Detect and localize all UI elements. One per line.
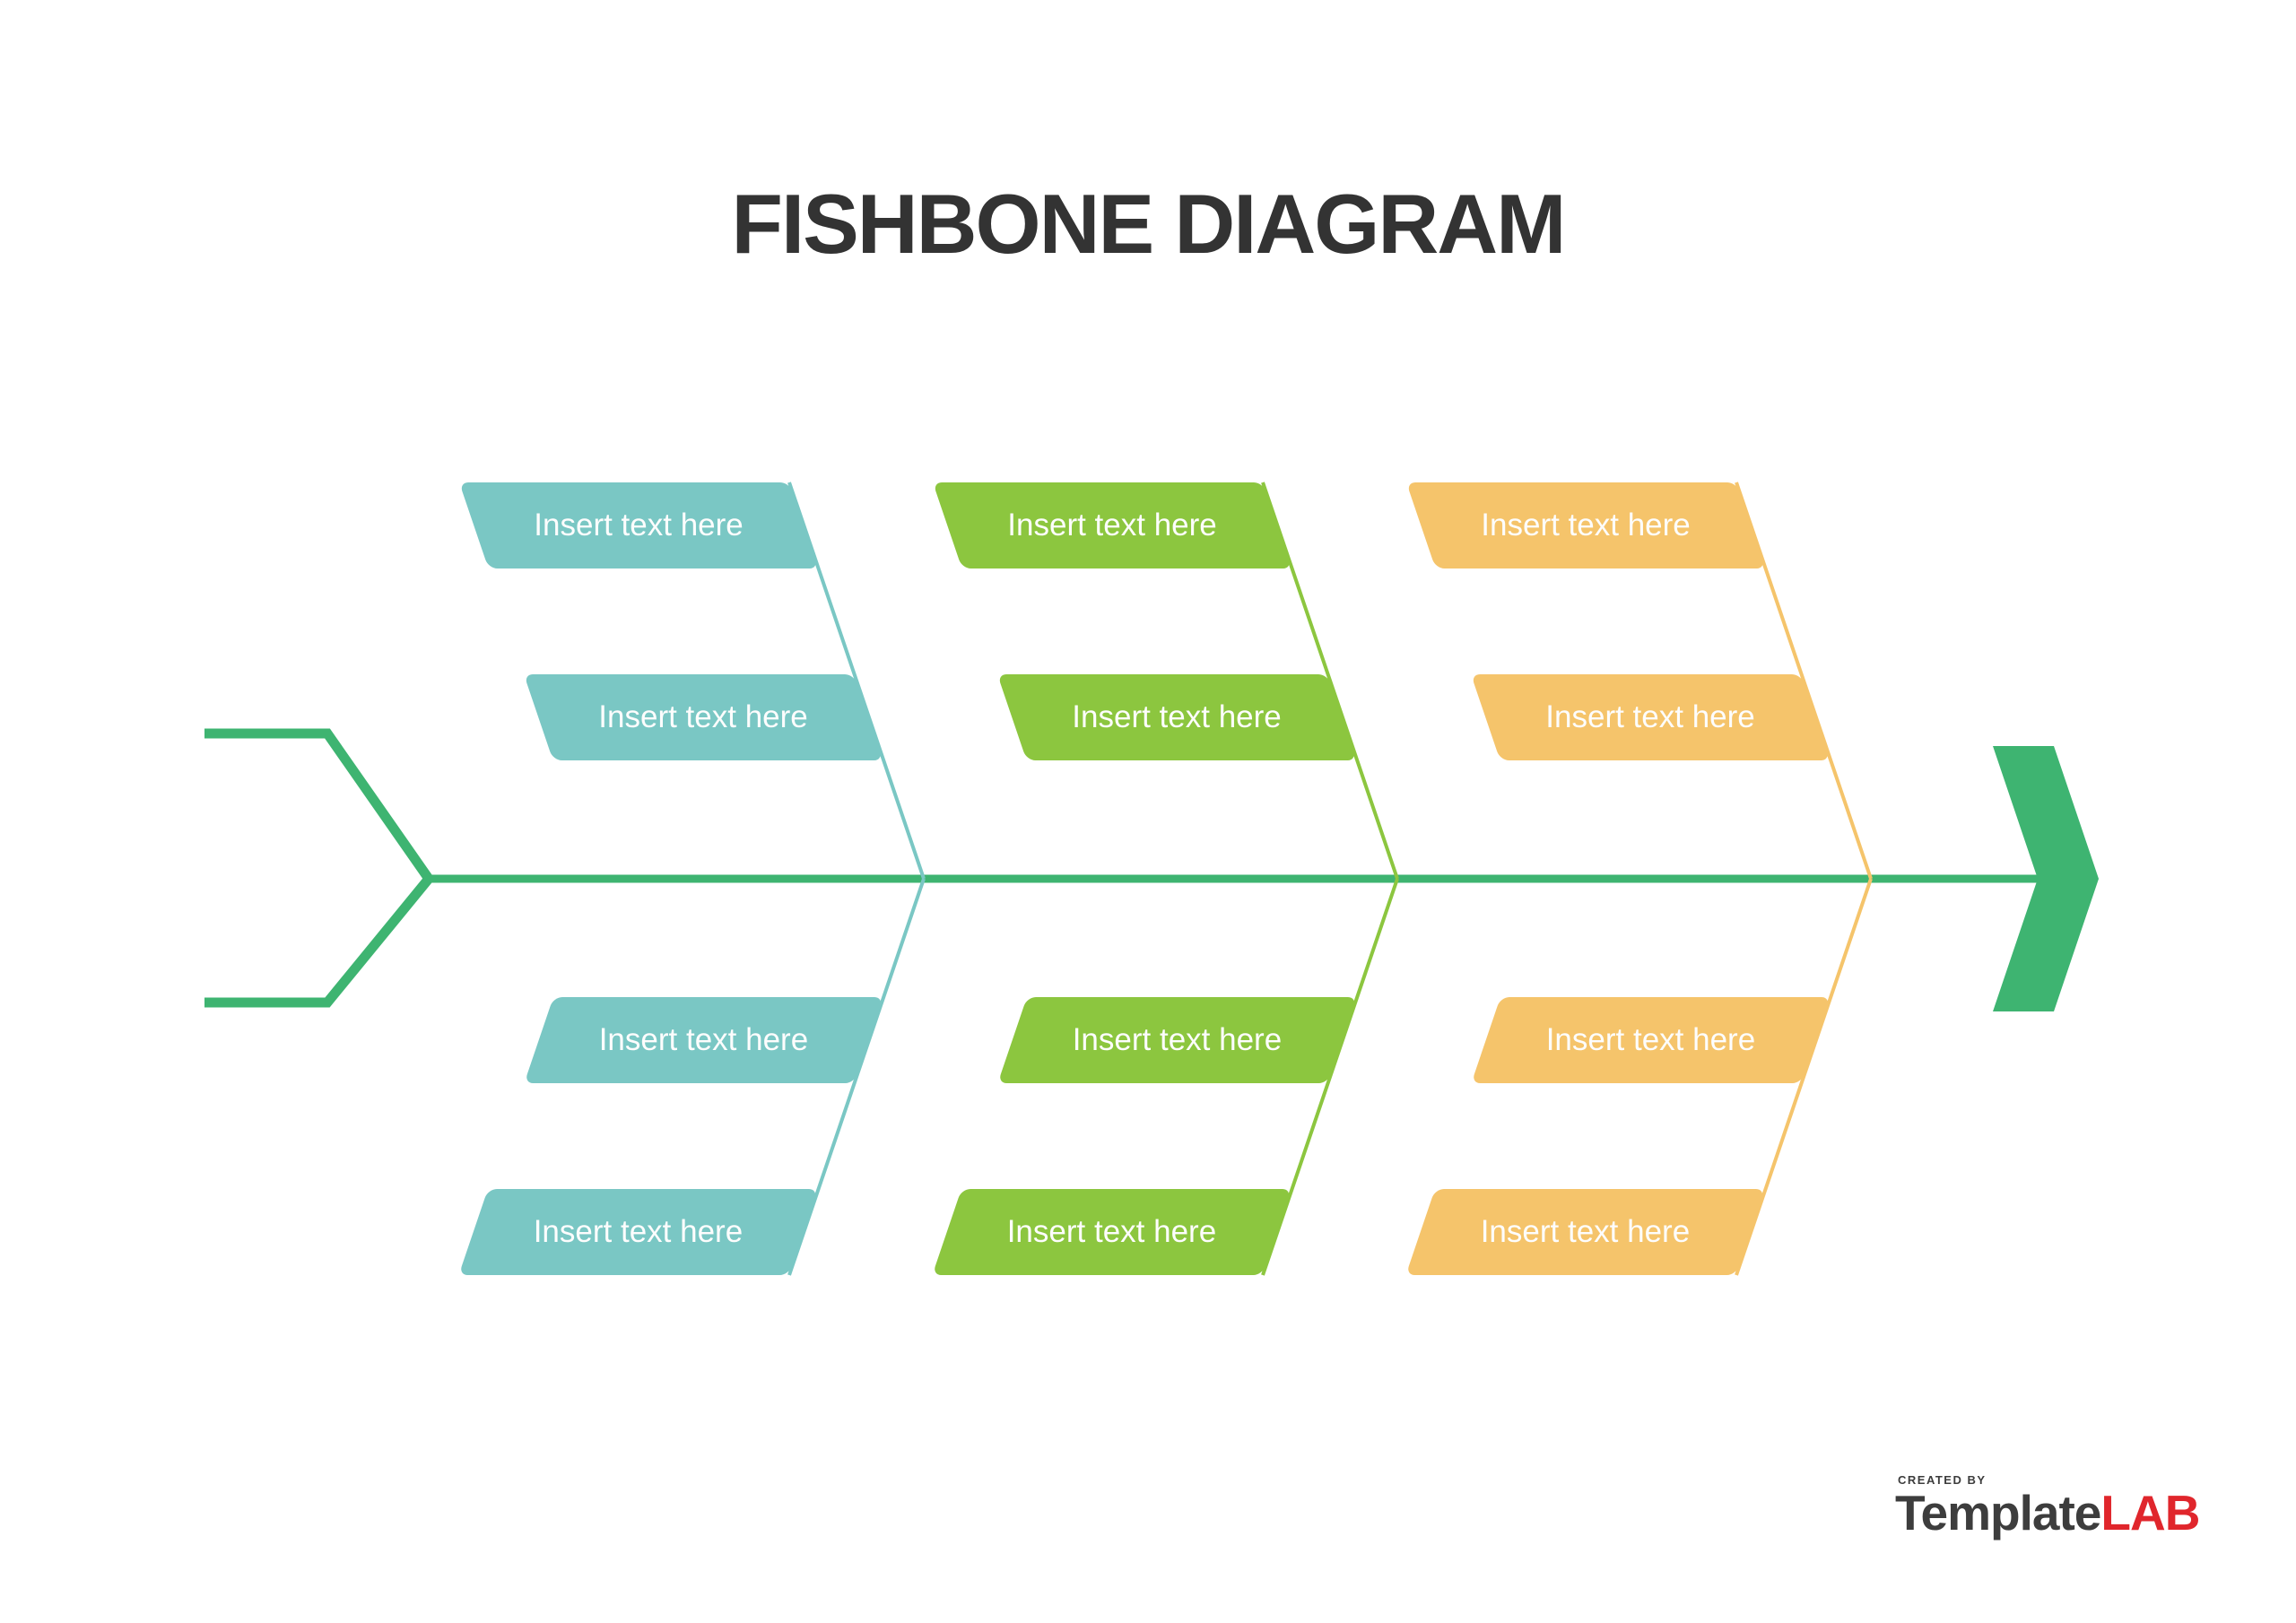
cause-box-teal-top-2[interactable]: Insert text here (524, 674, 883, 760)
cause-box-green-top-2[interactable]: Insert text here (997, 674, 1357, 760)
page-title: FISHBONE DIAGRAM (731, 177, 1567, 271)
bone-line-green-bottom (1261, 878, 1399, 1276)
cause-box-label: Insert text here (1007, 508, 1218, 542)
logo-brand-template: Template (1895, 1485, 2101, 1541)
bone-line-teal-bottom (787, 878, 926, 1276)
cause-box-label: Insert text here (1480, 1214, 1691, 1249)
cause-box-label: Insert text here (598, 1022, 809, 1057)
cause-box-green-bottom-2[interactable]: Insert text here (932, 1189, 1292, 1275)
cause-box-orange-top-1[interactable]: Insert text here (1406, 482, 1766, 568)
cause-box-teal-bottom-2[interactable]: Insert text here (458, 1189, 818, 1275)
cause-box-label: Insert text here (1545, 699, 1756, 734)
cause-box-label: Insert text here (1072, 1022, 1283, 1057)
logo-brand-lab: LAB (2100, 1485, 2200, 1541)
bone-line-orange-bottom (1735, 878, 1873, 1276)
cause-box-label: Insert text here (1481, 508, 1692, 542)
cause-box-teal-bottom-1[interactable]: Insert text here (524, 997, 883, 1083)
cause-box-label: Insert text here (1545, 1022, 1756, 1057)
cause-box-orange-top-2[interactable]: Insert text here (1471, 674, 1831, 760)
cause-box-label: Insert text here (1072, 699, 1283, 734)
fish-head-arrow-icon (1993, 746, 2099, 1011)
cause-box-label: Insert text here (1006, 1214, 1217, 1249)
cause-box-green-bottom-1[interactable]: Insert text here (997, 997, 1357, 1083)
logo-created-by: CREATED BY (1898, 1473, 1987, 1487)
templatelab-logo: CREATED BY TemplateLAB (1895, 1474, 2254, 1538)
logo-brand: TemplateLAB (1895, 1488, 2254, 1538)
cause-box-label: Insert text here (534, 508, 744, 542)
cause-box-teal-top-1[interactable]: Insert text here (459, 482, 819, 568)
cause-box-label: Insert text here (598, 699, 809, 734)
fish-tail-icon (204, 728, 435, 1008)
cause-box-label: Insert text here (533, 1214, 744, 1249)
cause-box-green-top-1[interactable]: Insert text here (933, 482, 1292, 568)
cause-box-orange-bottom-1[interactable]: Insert text here (1471, 997, 1831, 1083)
cause-box-orange-bottom-2[interactable]: Insert text here (1405, 1189, 1765, 1275)
